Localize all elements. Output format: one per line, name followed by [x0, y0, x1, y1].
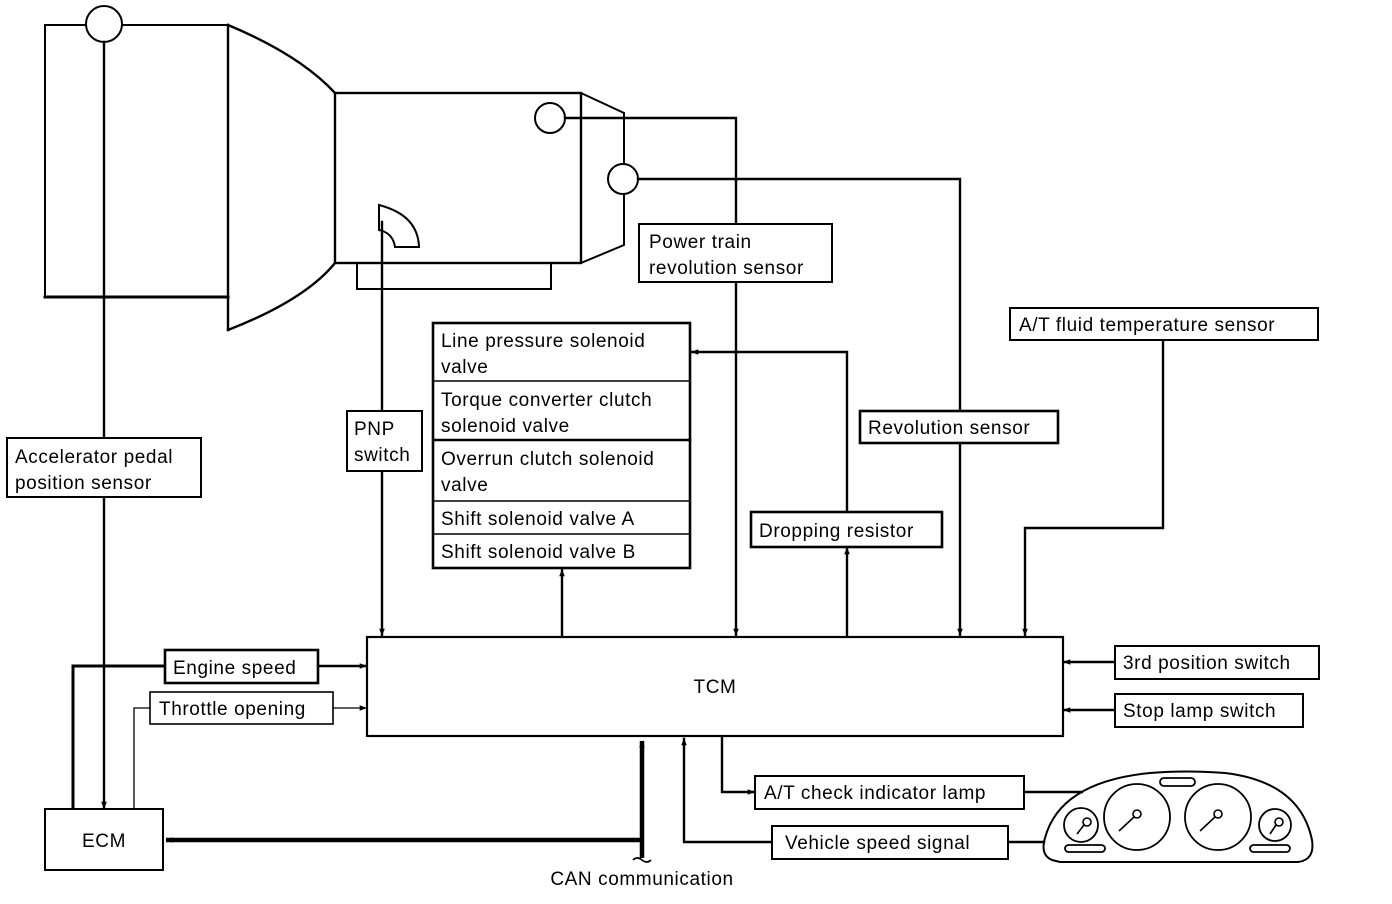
third-position-switch-box: 3rd position switch: [1114, 645, 1320, 680]
at-fluid-label: A/T fluid temperature sensor: [1019, 315, 1275, 336]
at-check-label: A/T check indicator lamp: [764, 783, 986, 804]
solenoid-5-line1: Shift solenoid valve B: [441, 542, 636, 563]
ecm-box: ECM: [44, 808, 164, 871]
solenoid-2-line1: Torque converter clutch: [441, 390, 652, 411]
can-communication-label: CAN communication: [550, 869, 733, 890]
power-train-revolution-sensor-box: Power train revolution sensor: [638, 223, 833, 283]
engine-transmission-illustration: [43, 5, 639, 332]
solenoid-4-line1: Shift solenoid valve A: [441, 509, 635, 530]
third-pos-label: 3rd position switch: [1123, 653, 1291, 674]
pnp-switch-sensor-icon: [378, 203, 421, 248]
engine-speed-box: Engine speed: [163, 648, 320, 685]
wiring: [71, 40, 1165, 863]
instrument-cluster-icon: [1042, 770, 1314, 863]
revolution-label: Revolution sensor: [868, 418, 1030, 439]
solenoid-1-line1: Line pressure solenoid: [441, 331, 645, 352]
solenoid-3-line2: valve: [441, 475, 488, 496]
solenoid-3-line1: Overrun clutch solenoid: [441, 449, 654, 470]
stop-lamp-switch-box: Stop lamp switch: [1114, 693, 1304, 728]
solenoid-valve-stack: Line pressure solenoid valve Torque conv…: [431, 321, 692, 570]
accel-label-1: Accelerator pedal: [15, 447, 173, 468]
dropping-resistor-box: Dropping resistor: [749, 510, 944, 549]
stop-lamp-label: Stop lamp switch: [1123, 701, 1276, 722]
accelerator-sensor-icon: [85, 5, 123, 43]
at-check-indicator-lamp-box: A/T check indicator lamp: [754, 775, 1025, 810]
solenoid-1-line2: valve: [441, 357, 488, 378]
revolution-sensor-icon: [607, 163, 639, 195]
pnp-switch-box: PNP switch: [346, 410, 423, 472]
throttle-opening-box: Throttle opening: [149, 691, 334, 725]
throttle-label: Throttle opening: [159, 699, 306, 720]
dropping-label: Dropping resistor: [759, 521, 914, 542]
ecm-label: ECM: [82, 831, 126, 852]
revolution-sensor-box: Revolution sensor: [858, 409, 1060, 445]
tcm-box: TCM: [365, 635, 1065, 738]
accel-label-2: position sensor: [15, 473, 152, 494]
power-train-sensor-icon: [534, 102, 566, 134]
pnp-label-2: switch: [354, 445, 410, 466]
pnp-label-1: PNP: [354, 419, 395, 440]
power-train-label-2: revolution sensor: [649, 258, 804, 279]
accelerator-pedal-sensor-box: Accelerator pedal position sensor: [6, 437, 202, 498]
at-fluid-temperature-sensor-box: A/T fluid temperature sensor: [1009, 307, 1319, 341]
power-train-label-1: Power train: [649, 232, 752, 253]
vehicle-speed-signal-box: Vehicle speed signal: [771, 825, 1009, 860]
solenoid-2-line2: solenoid valve: [441, 416, 570, 437]
vehicle-speed-label: Vehicle speed signal: [785, 833, 970, 854]
tcm-label: TCM: [694, 677, 737, 698]
engine-speed-label: Engine speed: [173, 658, 296, 679]
